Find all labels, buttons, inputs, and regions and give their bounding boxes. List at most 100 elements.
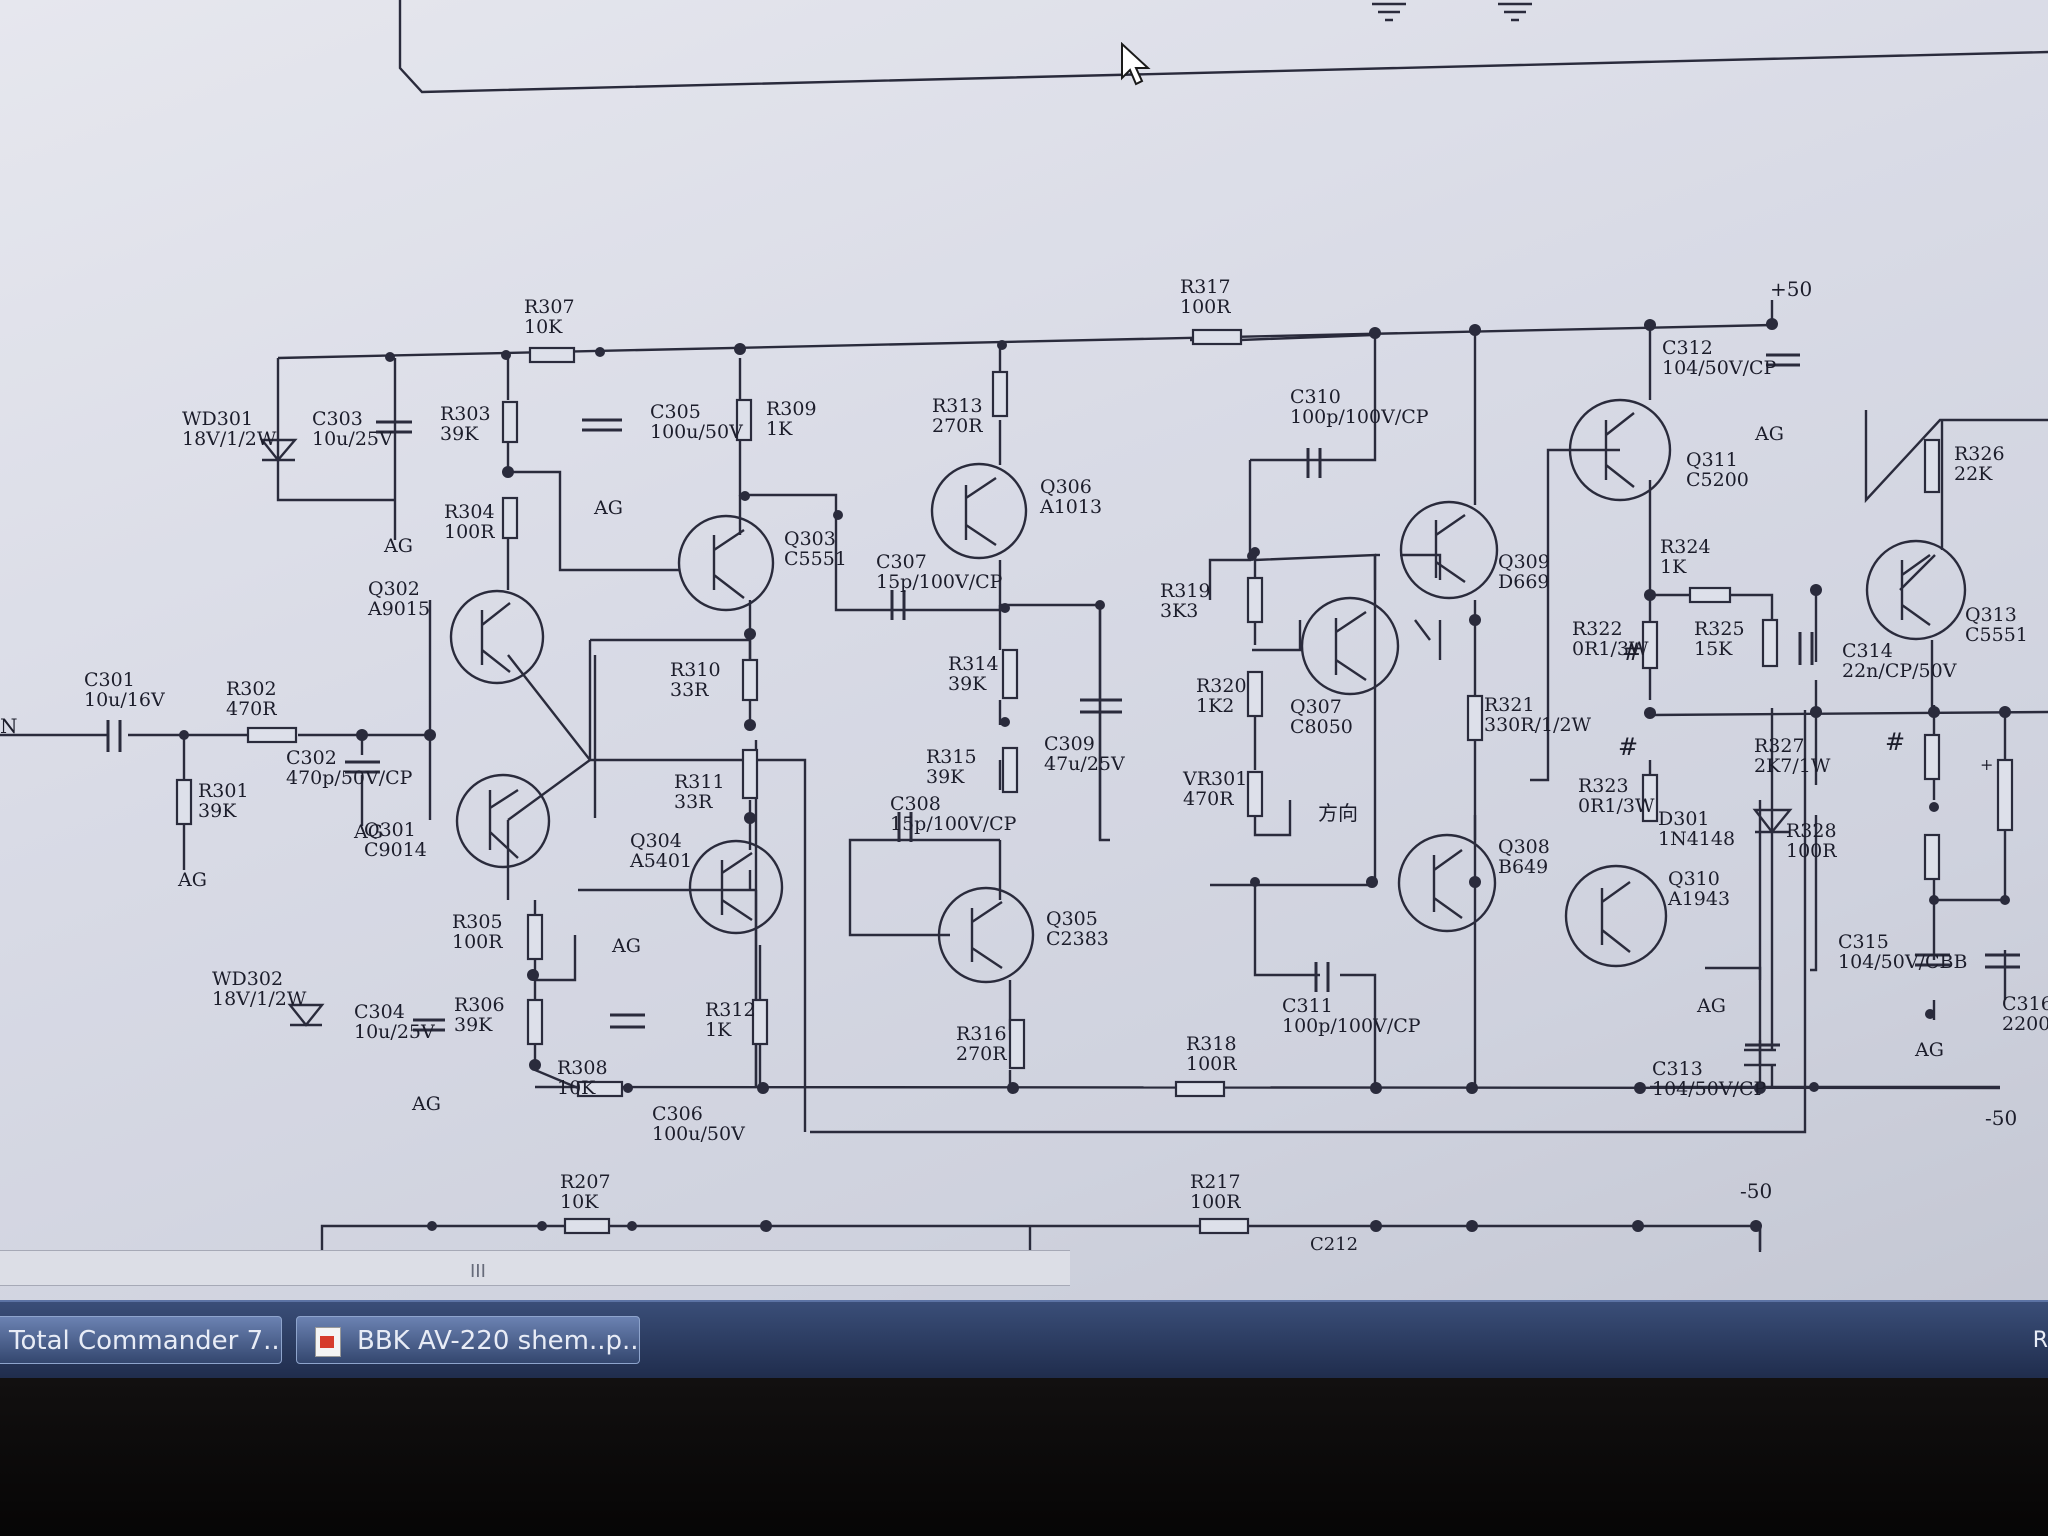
component-value-c303: 10u/25V [312,428,393,450]
component-ref-q310: Q310 [1668,868,1720,890]
component-value-r325: 15K [1694,638,1733,660]
component-ref-r326: R326 [1954,443,2005,465]
component-value-r323: 0R1/3W [1578,795,1655,817]
component-value-r207: 10K [560,1191,599,1213]
pdf-viewer-canvas: +50 -50 -50 N 方向 AG AG AG AG AG AG AG AG… [0,0,2048,1330]
component-value-wd302: 18V/1/2W [212,988,307,1010]
component-ref-r306: R306 [454,994,505,1016]
ground-label-6: AG [611,935,641,957]
pdf-icon [315,1327,341,1357]
component-value-c316: 2200u/ [2002,1013,2048,1035]
component-value-c311: 100p/100V/CP [1282,1015,1421,1037]
taskbar-edge-text: R [2032,1328,2048,1353]
component-ref-r319: R319 [1160,580,1211,602]
component-value-q308: B649 [1498,856,1548,878]
positive-rail-label: +50 [1770,277,1812,301]
component-value-r326: 22K [1954,463,1993,485]
component-ref-c316: C316 [2002,993,2048,1015]
component-ref-c312: C312 [1662,337,1713,359]
component-value-r314: 39K [948,673,987,695]
component-value-r311: 33R [674,791,713,813]
component-value-r328: 100R [1786,840,1837,862]
taskbar-item-label: Total Commander 7... [9,1326,282,1356]
component-ref-r321: R321 [1484,694,1535,716]
component-ref-c302: C302 [286,747,337,769]
component-value-c312: 104/50V/CP [1662,357,1777,379]
component-ref-c307: C307 [876,551,927,573]
component-value-r312: 1K [705,1019,732,1041]
component-ref-c313: C313 [1652,1058,1703,1080]
component-value-r309: 1K [766,418,793,440]
component-value-r319: 3K3 [1160,600,1198,622]
component-ref-c310: C310 [1290,386,1341,408]
component-value-q309: D669 [1498,571,1550,593]
component-value-c304: 10u/25V [354,1021,435,1043]
monitor-bezel [0,1378,2048,1536]
component-ref-c306: C306 [652,1103,703,1125]
component-ref-q301: Q301 [364,819,416,841]
component-ref-r311: R311 [674,771,725,793]
horizontal-scrollbar[interactable]: III [0,1250,1070,1286]
component-value-r301: 39K [198,800,237,822]
component-value-c306: 100u/50V [652,1123,745,1145]
taskbar-item-pdf-document[interactable]: BBK AV-220 shem..p... [296,1316,640,1364]
component-value-r320: 1K2 [1196,695,1234,717]
component-ref-q309: Q309 [1498,551,1550,573]
component-ref-q311: Q311 [1686,449,1738,471]
component-value-q304: A5401 [629,850,692,872]
component-value-r321: 330R/1/2W [1484,714,1592,736]
component-ref-r324: R324 [1660,536,1711,558]
component-value-r310: 33R [670,679,709,701]
component-ref-c305: C305 [650,401,701,423]
component-value-r304: 100R [444,521,495,543]
component-ref-c315: C315 [1838,931,1889,953]
hash-mark-r322: # [1622,638,1642,666]
component-ref-r327: R327 [1754,735,1805,757]
negative-rail-label: -50 [1985,1106,2017,1130]
component-ref-r325: R325 [1694,618,1745,640]
component-value-r305: 100R [452,931,503,953]
component-ref-q313: Q313 [1965,604,2017,626]
component-value-q305: C2383 [1046,928,1109,950]
component-ref-q307: Q307 [1290,696,1342,718]
component-value-r322: 0R1/3W [1572,638,1649,660]
component-ref-r310: R310 [670,659,721,681]
component-value-c314: 22n/CP/50V [1842,660,1957,682]
component-value-vr301: 470R [1183,788,1234,810]
plus-mark-c316: + [1980,755,1993,774]
taskbar-item-total-commander[interactable]: Total Commander 7... [0,1316,282,1364]
component-ref-r315: R315 [926,746,977,768]
component-value-r313: 270R [932,415,983,437]
component-ref-d301: D301 [1658,808,1710,830]
component-ref-r309: R309 [766,398,817,420]
component-ref-r317: R317 [1180,276,1231,298]
component-ref-q303: Q303 [784,528,836,550]
taskbar-item-label: BBK AV-220 shem..p... [357,1326,640,1356]
component-value-q301: C9014 [364,839,427,861]
component-ref-q304: Q304 [630,830,682,852]
component-ref-q302: Q302 [368,578,420,600]
component-ref-r301: R301 [198,780,249,802]
component-ref-r316: R316 [956,1023,1007,1045]
component-ref-r320: R320 [1196,675,1247,697]
amplifier-schematic: +50 -50 -50 N 方向 AG AG AG AG AG AG AG AG… [0,0,2048,1255]
scrollbar-grip-icon[interactable]: III [470,1261,486,1282]
component-value-c301: 10u/16V [84,689,165,711]
component-value-r318: 100R [1186,1053,1237,1075]
component-ref-r207: R207 [560,1171,611,1193]
component-value-r324: 1K [1660,556,1687,578]
bottom-label-c212: C212 [1310,1234,1358,1255]
component-ref-c303: C303 [312,408,363,430]
component-ref-c304: C304 [354,1001,405,1023]
component-value-q313: C5551 [1965,624,2028,646]
hash-mark-r327: # [1885,728,1905,756]
component-labels: +50 -50 -50 N 方向 AG AG AG AG AG AG AG AG… [0,277,2017,1255]
component-value-c313: 104/50V/CP [1652,1078,1767,1100]
component-ref-r314: R314 [948,653,999,675]
mouse-pointer-icon [1121,42,1151,86]
component-value-c302: 470p/50V/CP [286,767,413,789]
component-ref-r313: R313 [932,395,983,417]
component-ref-r304: R304 [444,501,495,523]
component-value-d301: 1N4148 [1658,828,1735,850]
component-ref-r328: R328 [1786,820,1837,842]
